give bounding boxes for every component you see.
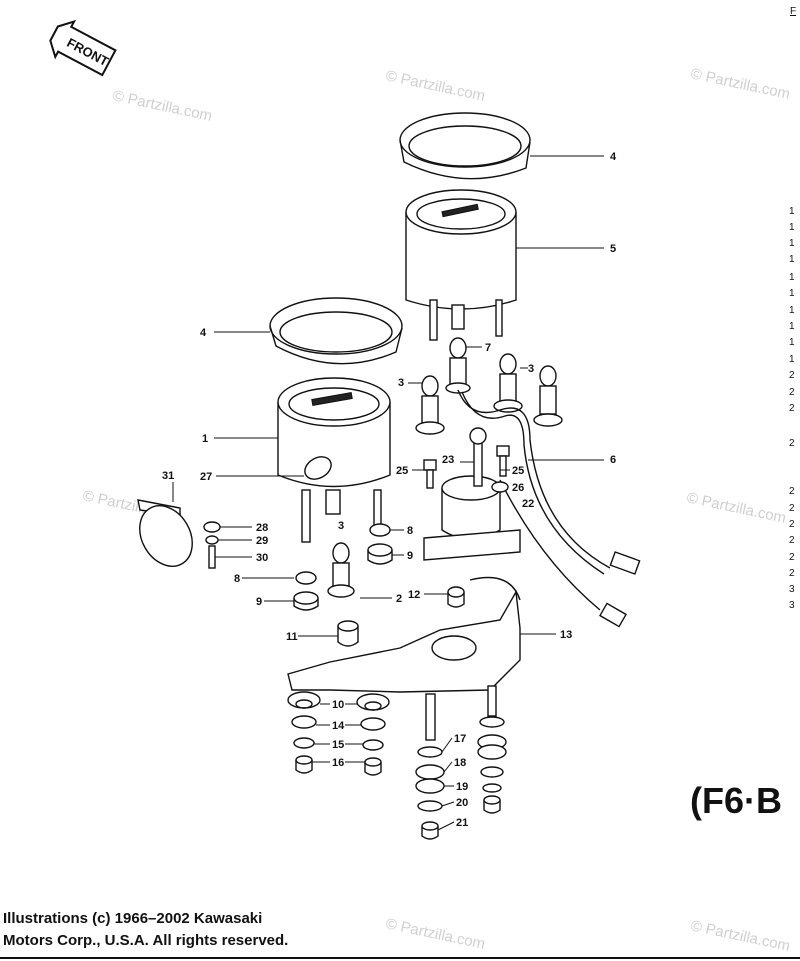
screw-25 [423,445,510,489]
callout-17: 17 [454,733,466,745]
washer-8 [295,571,317,585]
damper-stack-left [287,691,321,774]
speedometer-bezel [269,297,403,365]
tachometer-gauge [405,189,517,341]
watermark-text: © Partzilla.com [384,67,486,105]
corner-fragment: F [790,6,797,17]
callout-3: 3 [528,363,534,375]
meter-bracket-13 [287,576,521,693]
bottom-rule [0,957,800,959]
washer-26 [491,481,509,493]
callout-25: 25 [512,465,524,477]
copyright-line-2: Motors Corp., U.S.A. All rights reserved… [3,932,289,949]
edge-fragment: 2 [789,387,795,398]
damper-stack-right [356,693,390,776]
callout-30: 30 [256,552,268,564]
callout-15: 15 [332,739,344,751]
callout-10: 10 [332,699,344,711]
edge-fragment: 2 [789,552,795,563]
callout-8: 8 [234,573,240,585]
callout-13: 13 [560,629,572,641]
callout-7: 7 [485,342,491,354]
copyright-notice: Illustrations (c) 1966–2002 Kawasaki Mot… [3,908,288,952]
edge-fragment: 3 [789,584,795,595]
callout-11: 11 [286,631,298,643]
watermark-text: © Partzilla.com [384,915,486,953]
callout-4: 4 [610,151,617,163]
callout-25: 25 [396,465,408,477]
edge-fragment: 2 [789,503,795,514]
callout-16: 16 [332,757,344,769]
bracket-31 [137,499,193,567]
callout-9: 9 [407,550,413,562]
stud-stack-right [477,685,507,814]
washer-8 [369,523,391,537]
edge-fragment: 1 [789,321,795,332]
callout-27: 27 [200,471,212,483]
edge-fragment: 1 [789,288,795,299]
callout-20: 20 [456,797,468,809]
callout-29: 29 [256,535,268,547]
watermark-text: © Partzilla.com [685,489,787,527]
watermark-text: © Partzilla.com [689,917,791,955]
callout-31: 31 [162,470,174,482]
edge-fragment: 1 [789,254,795,265]
callout-numbers: 4 5 4 7 3 3 1 6 23 25 25 27 26 22 31 28 … [162,151,617,829]
callout-12: 12 [408,589,420,601]
edge-fragment: 1 [789,206,795,217]
edge-fragment: 2 [789,370,795,381]
edge-fragment: 3 [789,600,795,611]
bolt-30 [208,545,216,569]
edge-fragment: 1 [789,337,795,348]
stud-stack-left [415,693,445,840]
edge-fragment: 1 [789,222,795,233]
speedometer-gauge [277,377,391,543]
leader-lines [172,155,604,831]
washer-29 [205,535,219,545]
edge-fragment: 2 [789,535,795,546]
callout-18: 18 [454,757,466,769]
callout-26: 26 [512,482,524,494]
callout-6: 6 [610,454,616,466]
washer-28 [203,521,221,533]
edge-fragment: 2 [789,486,795,497]
copyright-line-1: Illustrations (c) 1966–2002 Kawasaki [3,910,263,927]
callout-19: 19 [456,781,468,793]
edge-fragment: 2 [789,438,795,449]
callout-23: 23 [442,454,454,466]
callout-22: 22 [522,498,534,510]
edge-fragment: 1 [789,272,795,283]
edge-fragment: 1 [789,354,795,365]
callout-9: 9 [256,596,262,608]
wiring-harness [457,389,641,628]
callout-2: 2 [396,593,402,605]
front-arrow-icon: FRONT [49,19,117,77]
watermark-text: © Partzilla.com [111,87,213,125]
tachometer-bezel [399,112,531,180]
diagram-code: (F6·B [690,780,782,821]
edge-fragment: 2 [789,403,795,414]
edge-fragment: 2 [789,519,795,530]
watermark-text: © Partzilla.com [689,65,791,103]
callout-8: 8 [407,525,413,537]
edge-fragment: 1 [789,238,795,249]
ignition-switch [423,427,521,561]
callout-21: 21 [456,817,468,829]
callout-5: 5 [610,243,616,255]
callout-3: 3 [338,520,344,532]
edge-fragment: 2 [789,568,795,579]
edge-fragment: 1 [789,305,795,316]
callout-3: 3 [398,377,404,389]
callout-28: 28 [256,522,268,534]
callout-4: 4 [200,327,207,339]
callout-1: 1 [202,433,208,445]
callout-14: 14 [332,720,345,732]
